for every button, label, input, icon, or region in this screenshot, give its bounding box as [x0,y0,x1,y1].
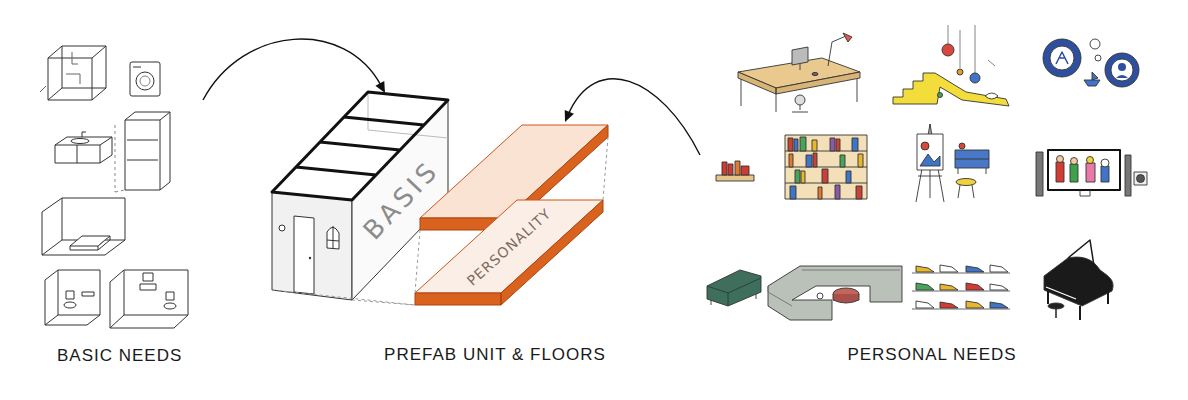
slab-lettering: PERSONALITY [463,205,555,290]
tv-icon [1036,150,1147,196]
lower-slab-top [415,200,603,293]
curved-arrow [203,39,385,100]
slab-guides [415,137,608,293]
sofa-icon [707,270,761,306]
toilet-room-icon [45,270,100,325]
bedroom-icon [42,198,125,255]
wall-lettering: BASIS [357,155,445,246]
basic-needs-icons [40,46,188,328]
personal-needs-group: PERSONAL NEEDS [700,25,1164,375]
picture-frames-icon [1043,39,1139,87]
unit-door [294,216,314,294]
unit-front-face [272,192,352,300]
desk-icon [738,33,860,112]
group-caption: PERSONAL NEEDS [700,345,1164,365]
bathroom-icon [110,270,188,328]
shower-room-icon [40,46,106,100]
floor-slabs-box: PERSONALITY [412,122,612,308]
basic-needs-group: BASIC NEEDS [38,40,203,375]
sink-cabinet-icon [55,132,112,163]
washing-machine-icon [130,62,160,96]
lower-slab-edge [415,200,603,305]
arrow-line [203,39,381,100]
bookshelf-icon [785,135,867,199]
unit-vent [279,225,285,231]
cupboard-icon [115,112,170,192]
prefab-unit-box: BASIS [270,93,450,305]
sectional-sofa-icon [768,266,902,320]
personal-needs-icons [707,25,1147,320]
group-caption: BASIC NEEDS [57,346,182,366]
floor-slabs [415,125,608,305]
section-caption: PREFAB UNIT & FLOORS [330,345,660,365]
grand-piano-icon [1044,240,1113,320]
door-knob [309,257,311,259]
unit-window [327,226,339,249]
curved-arrow [565,79,700,155]
shoe-shelf-icon [912,265,1010,309]
wall-shelf-icon [716,161,754,181]
arrow-head [375,81,385,93]
easel-icon [916,124,989,202]
stairs-slide-icon [893,25,1009,106]
unit-side-wall [352,100,448,300]
arrow-line [568,79,700,155]
arrow-head [565,110,574,122]
